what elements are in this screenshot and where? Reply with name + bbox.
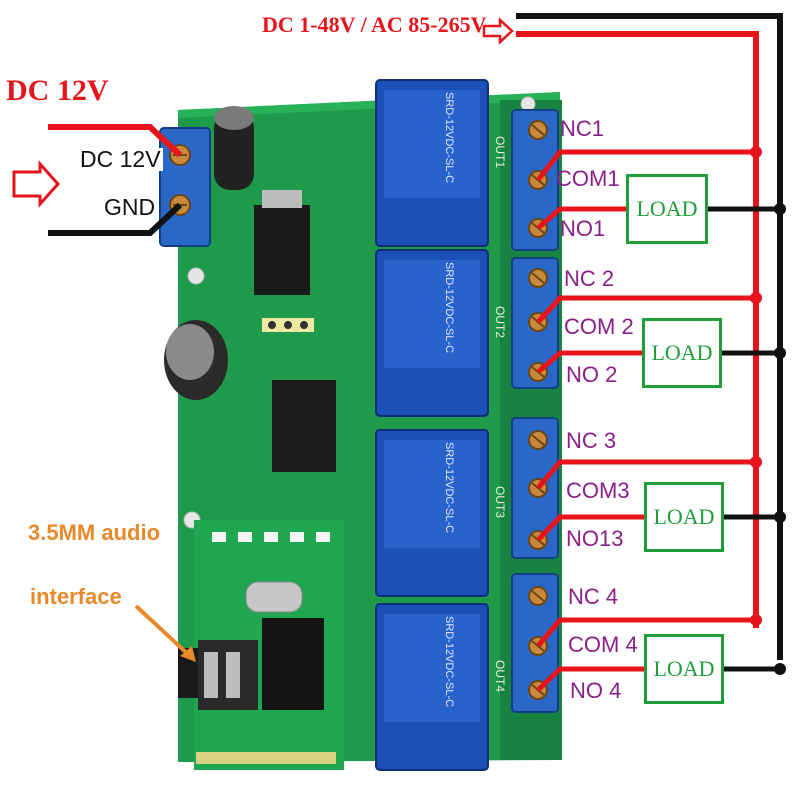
input-voltage-label: DC 12V — [6, 74, 109, 107]
wires — [48, 13, 786, 692]
com1-junction — [750, 146, 762, 158]
no4-label: NO 4 — [570, 678, 622, 703]
load4-junction — [774, 663, 786, 675]
no3-label: NO13 — [566, 526, 624, 551]
supply-arrow-icon — [482, 17, 514, 45]
terminal-block-2 — [511, 257, 559, 389]
out1-board-label: OUT1 — [493, 136, 507, 168]
terminal-gnd-label: GND — [102, 194, 158, 220]
load-box-3: LOAD — [644, 482, 724, 552]
voltage-regulator — [254, 190, 310, 295]
capacitor-top — [214, 106, 254, 190]
out4-board-label: OUT4 — [493, 660, 507, 692]
no1-wire — [536, 206, 626, 230]
nc3-label: NC 3 — [566, 428, 617, 453]
supply-voltage-label: DC 1-48V / AC 85-265V — [262, 12, 487, 37]
out3-board-label: OUT3 — [493, 486, 507, 518]
no1-label: NO1 — [560, 216, 606, 241]
com2-wire — [536, 295, 756, 324]
com2-label: COM 2 — [564, 314, 634, 339]
load-box-4: LOAD — [644, 634, 724, 704]
com4-junction — [750, 614, 762, 626]
relay-3: SRD-12VDC-SL-C OUT3 — [375, 429, 507, 597]
audio-pointer — [134, 604, 196, 662]
terminal-block-1 — [511, 109, 559, 251]
supply-black-rail — [516, 13, 783, 660]
com2-junction — [750, 292, 762, 304]
no4-wire — [536, 666, 644, 692]
relay-4-model-text: SRD-12VDC-SL-C — [443, 616, 455, 707]
arrows — [12, 17, 514, 208]
input-arrow-icon — [12, 160, 61, 208]
relay-2: SRD-12VDC-SL-C OUT2 — [375, 249, 507, 417]
terminal-block-4 — [511, 573, 559, 713]
terminal-block-3 — [511, 417, 559, 559]
nc1-label: NC1 — [560, 116, 605, 141]
no2-label: NO 2 — [566, 362, 618, 387]
out2-board-label: OUT2 — [493, 306, 507, 338]
com1-label: COM1 — [556, 166, 620, 191]
load2-junction — [774, 347, 786, 359]
load1-junction — [774, 203, 786, 215]
com3-label: COM3 — [566, 478, 630, 503]
load3-junction — [774, 511, 786, 523]
com1-wire — [536, 149, 756, 182]
input-red-wire — [48, 124, 183, 158]
relay-1: SRD-12VDC-SL-C OUT1 — [375, 79, 507, 247]
com4-label: COM 4 — [568, 632, 638, 657]
no3-wire — [536, 514, 644, 542]
relay-3-model-text: SRD-12VDC-SL-C — [443, 442, 455, 533]
relay-2-model-text: SRD-12VDC-SL-C — [443, 262, 455, 353]
capacitor-bottom — [164, 320, 228, 400]
nc2-label: NC 2 — [564, 266, 615, 291]
pin-header — [262, 318, 314, 332]
com4-wire — [536, 617, 756, 648]
relay-4: SRD-12VDC-SL-C OUT4 — [375, 603, 507, 771]
com3-wire — [536, 459, 756, 490]
load-box-2: LOAD — [642, 318, 722, 388]
input-black-wire — [48, 202, 183, 236]
nc4-label: NC 4 — [568, 584, 619, 609]
audio-label-line1: 3.5MM audio — [28, 520, 161, 545]
supply-red-rail — [516, 31, 759, 628]
ic-chip-1 — [272, 380, 336, 472]
relay-1-model-text: SRD-12VDC-SL-C — [443, 92, 455, 183]
com3-junction — [750, 456, 762, 468]
load-box-1: LOAD — [626, 174, 708, 244]
terminal-plus-label: DC 12V — [78, 146, 163, 172]
audio-label-line2: interface — [30, 584, 122, 609]
no2-wire — [536, 350, 642, 374]
